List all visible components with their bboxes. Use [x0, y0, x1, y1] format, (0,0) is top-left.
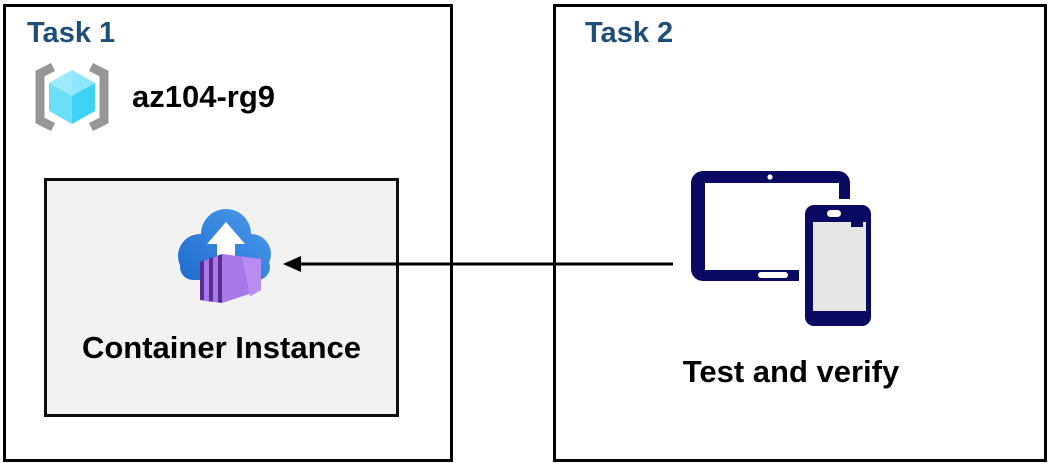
container-instance-label: Container Instance [81, 330, 362, 365]
connector-arrow [283, 256, 673, 272]
resource-group-name: az104-rg9 [132, 79, 276, 114]
devices-icon [691, 171, 877, 332]
task1-box: Task 1 az104-rg9 [3, 4, 453, 462]
resource-group: az104-rg9 [30, 62, 275, 132]
container-instance-icon [178, 209, 271, 303]
container-instance-card: Container Instance [44, 178, 399, 417]
test-verify-label: Test and verify [682, 354, 900, 389]
resource-group-icon [35, 62, 109, 132]
task2-box: Task 2 Test and verify [553, 4, 1047, 462]
task2-title: Task 2 [585, 17, 674, 49]
task1-title: Task 1 [27, 17, 116, 49]
